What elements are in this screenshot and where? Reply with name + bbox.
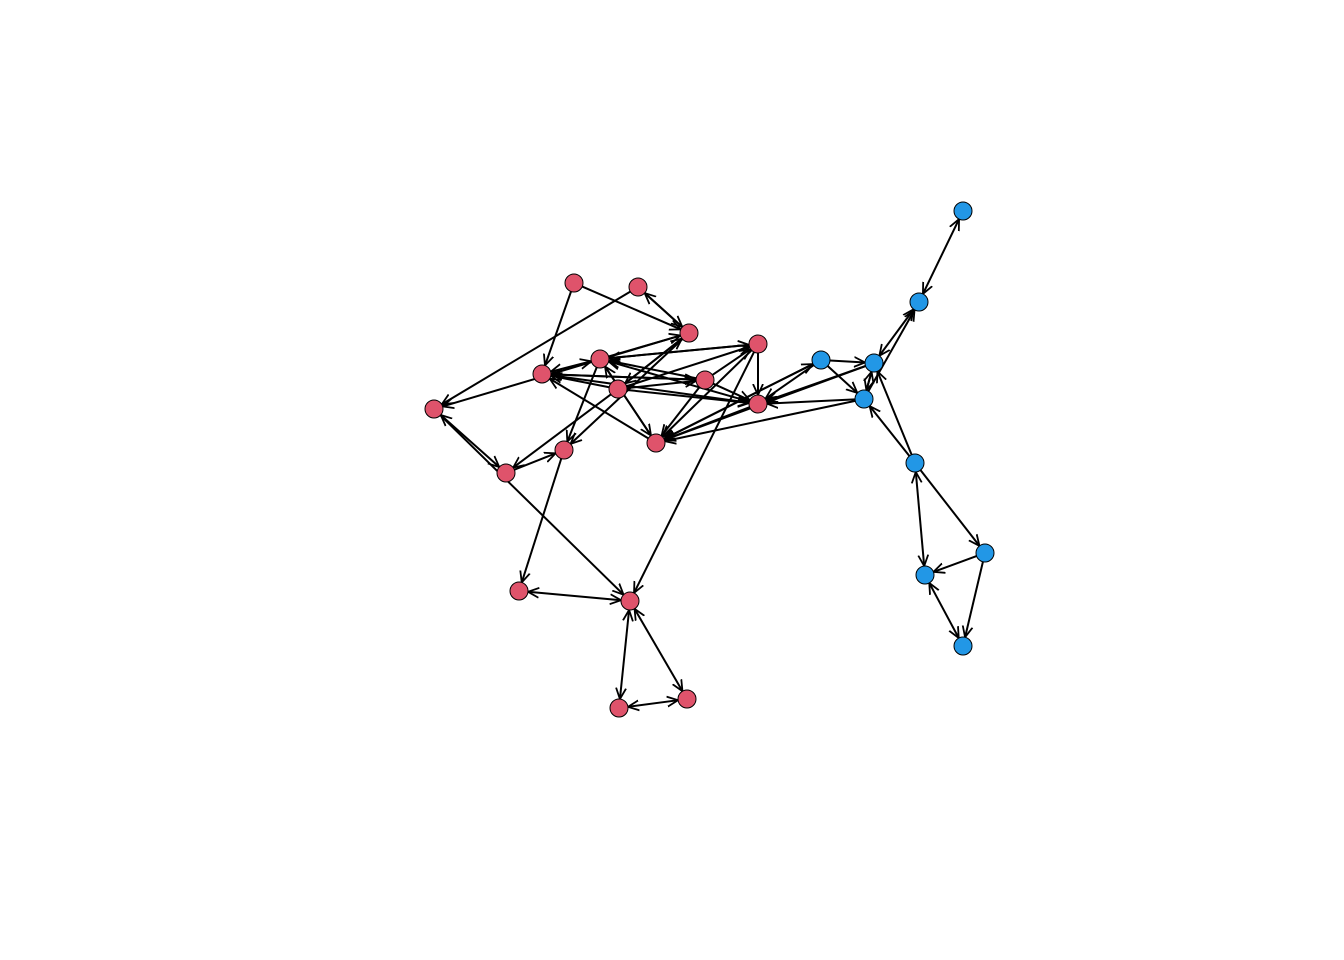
- edge-r7-r4: [609, 361, 697, 380]
- edge-b3-b2: [866, 372, 871, 391]
- edge-b7-b9: [929, 583, 959, 638]
- edge-r11-r12: [441, 415, 500, 467]
- node-r8: [748, 334, 768, 354]
- node-r12: [496, 463, 516, 483]
- edge-r4-r13: [567, 367, 598, 441]
- edge-b8-b9: [965, 561, 984, 637]
- edge-b6-b2: [877, 371, 913, 456]
- node-b5: [953, 201, 973, 221]
- node-r7: [695, 370, 715, 390]
- node-r11: [424, 399, 444, 419]
- edge-b1-b3: [826, 365, 858, 393]
- node-r10: [646, 433, 666, 453]
- edge-r8-r10: [662, 349, 753, 436]
- edge-r6-r5: [624, 339, 682, 385]
- node-b9: [953, 636, 973, 656]
- node-r13: [554, 440, 574, 460]
- edge-r16-r17: [628, 700, 678, 707]
- edge-r9-r4: [609, 361, 750, 403]
- edge-r14-r15: [528, 592, 621, 600]
- edge-b3-r10: [665, 399, 856, 441]
- node-b7: [915, 565, 935, 585]
- node-r1: [564, 273, 584, 293]
- edge-b6-b8: [919, 469, 980, 546]
- edge-r6-r8: [626, 347, 750, 388]
- edge-r15-r16: [620, 610, 629, 699]
- edge-r11-r15: [439, 414, 623, 594]
- node-b4: [909, 292, 929, 312]
- node-layer: [424, 201, 995, 718]
- edge-r2-r11: [442, 290, 631, 405]
- node-r9: [748, 394, 768, 414]
- node-r3: [532, 364, 552, 384]
- edge-r7-r8: [711, 349, 750, 376]
- edge-b1-r10: [664, 363, 814, 439]
- edge-r5-r2: [645, 293, 683, 328]
- edge-r3-r4: [551, 361, 592, 371]
- node-r14: [509, 581, 529, 601]
- edge-b8-b7: [933, 555, 977, 572]
- edge-r15-r17: [635, 609, 683, 691]
- edge-r12-r13: [513, 453, 555, 471]
- node-r2: [628, 277, 648, 297]
- edge-b3-b4: [867, 310, 914, 392]
- edge-r10-r3: [550, 379, 649, 440]
- node-b8: [975, 543, 995, 563]
- node-b6: [905, 453, 925, 473]
- node-b2: [864, 353, 884, 373]
- edge-b5-b4: [923, 219, 959, 294]
- edge-r1-r3: [545, 291, 572, 365]
- edge-b6-b7: [916, 472, 924, 566]
- node-r15: [620, 591, 640, 611]
- edge-r8-r15: [634, 351, 755, 593]
- node-r17: [677, 689, 697, 709]
- edge-b6-b3: [870, 406, 911, 457]
- edge-r8-r4: [609, 343, 750, 358]
- edge-r3-r9: [550, 374, 749, 403]
- edge-b3-r9: [767, 399, 856, 403]
- node-r5: [679, 323, 699, 343]
- node-r6: [608, 379, 628, 399]
- edge-b2-b4: [879, 309, 913, 356]
- edge-r13-r14: [522, 458, 563, 583]
- node-b3: [854, 389, 874, 409]
- edge-r10-r4: [605, 366, 652, 437]
- node-r16: [609, 698, 629, 718]
- node-r4: [590, 349, 610, 369]
- node-b1: [811, 350, 831, 370]
- edge-r7-r9: [712, 382, 750, 401]
- edge-b1-b2: [829, 361, 865, 363]
- edge-r1-r5: [581, 285, 680, 330]
- edge-layer: [439, 219, 984, 707]
